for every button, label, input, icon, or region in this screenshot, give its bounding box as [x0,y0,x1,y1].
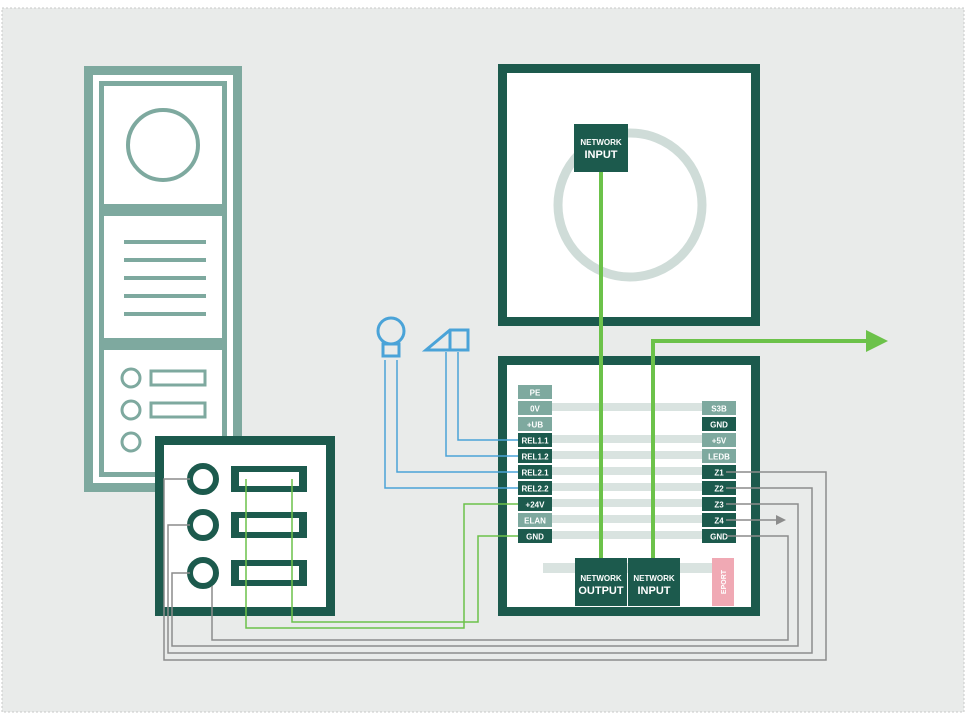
right-terminal-label: Z4 [714,517,724,526]
left-terminal [518,529,552,543]
eport-label: EPORT [721,569,728,594]
right-terminal [702,481,736,495]
camera-network-input-line2: INPUT [585,149,618,161]
right-terminal [702,529,736,543]
camera-module [498,64,760,326]
left-terminal-label: +UB [527,421,543,430]
right-terminal [702,513,736,527]
right-terminal-label: S3B [711,405,727,414]
right-terminal-label: Z1 [714,469,724,478]
door-station [84,66,242,492]
left-terminal [518,417,552,431]
left-terminal [518,481,552,495]
controller-network-input-line2: INPUT [638,585,671,597]
left-terminal [518,385,552,399]
right-terminal-label: LEDB [708,453,730,462]
camera-network-input-line1: NETWORK [580,138,622,147]
display-lines [124,240,206,316]
right-terminal-label: +5V [712,437,727,446]
eport-connector: EPORT [712,558,734,606]
left-terminal-label: ELAN [524,517,546,526]
left-terminal-label: REL1.1 [521,437,549,446]
right-terminal [702,417,736,431]
left-terminal-label: +24V [526,501,546,510]
green-power-wires [245,479,518,629]
right-terminal-label: GND [710,533,728,542]
left-terminal [518,465,552,479]
controller-network-output: NETWORK OUTPUT [575,558,627,606]
blue-relay-wires [384,352,518,489]
left-terminal [518,433,552,447]
right-terminal [702,449,736,463]
left-terminal-label: REL1.2 [521,453,549,462]
z4-arrow-icon [776,515,786,525]
right-terminal-label: GND [710,421,728,430]
left-terminal [518,497,552,511]
left-terminal-label: REL2.2 [521,485,549,494]
network-cables [599,172,868,562]
doorbell-icon [376,316,406,358]
right-terminal-label: Z2 [714,485,724,494]
output-arrow-icon [866,330,888,352]
door-opener-icon [421,328,470,352]
controller-network-output-line1: NETWORK [580,574,622,583]
network-cable-uplink [651,339,868,562]
grey-wires [163,471,827,661]
button-module [155,436,335,616]
controller-network-input: NETWORK INPUT [628,558,680,606]
right-terminal [702,433,736,447]
right-terminal [702,401,736,415]
left-terminal-label: 0V [530,405,540,414]
button-module-labels [231,466,307,586]
left-terminal-label: GND [526,533,544,542]
right-terminal-label: Z3 [714,501,724,510]
right-terminal [702,497,736,511]
camera-lens [126,108,200,182]
left-terminal-label: PE [530,389,541,398]
left-terminal-label: REL2.1 [521,469,549,478]
left-terminal [518,449,552,463]
left-terminal [518,401,552,415]
controller-network-output-line2: OUTPUT [578,585,624,597]
left-terminal [518,513,552,527]
right-terminal [702,465,736,479]
door-station-buttons [120,367,207,453]
camera-module-lens-ring [553,128,707,282]
controller-network-input-line1: NETWORK [633,574,675,583]
camera-section [104,86,222,204]
camera-network-input: NETWORK INPUT [574,124,628,172]
